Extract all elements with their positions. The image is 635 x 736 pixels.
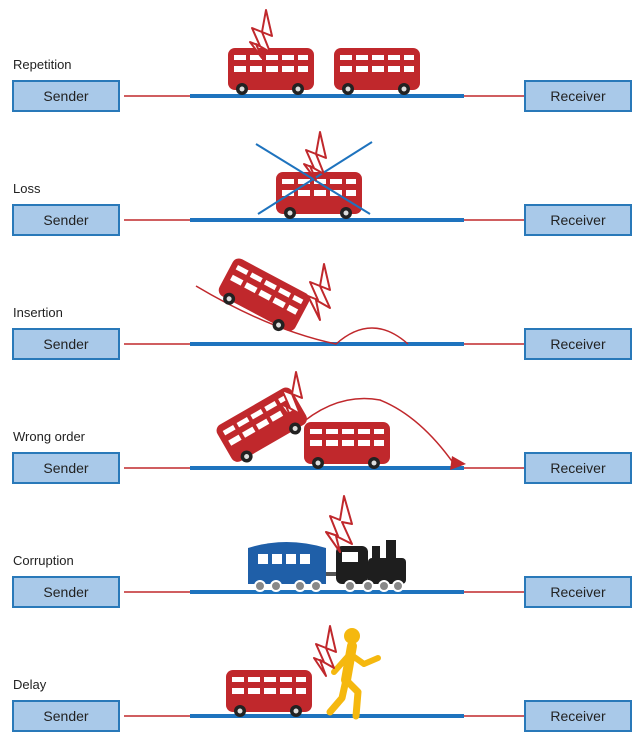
row-loss: Loss Sender Receiver <box>0 124 635 236</box>
wrong-order-scene <box>124 371 524 470</box>
receiver-box: Receiver <box>524 80 632 112</box>
bus-icon <box>228 48 314 95</box>
receiver-box: Receiver <box>524 328 632 360</box>
lightning-icon <box>303 131 327 181</box>
lightning-icon <box>279 371 303 421</box>
ramp-icon <box>195 285 409 345</box>
bus-icon <box>226 670 312 717</box>
insertion-scene <box>124 258 524 346</box>
receiver-box: Receiver <box>524 204 632 236</box>
arrow-head <box>450 456 466 470</box>
row-insertion: Insertion Sender Receiver <box>0 248 635 360</box>
row-repetition: Repetition Sender Receiver <box>0 0 635 112</box>
bus-icon <box>304 422 390 469</box>
sender-box: Sender <box>12 204 120 236</box>
row-label: Corruption <box>13 553 74 568</box>
wheels <box>254 580 404 592</box>
lightning-icon <box>249 9 273 59</box>
bus-icon <box>276 172 362 219</box>
row-label: Wrong order <box>13 429 86 444</box>
bus-icon <box>218 258 310 332</box>
sender-box: Sender <box>12 80 120 112</box>
bus-icon <box>216 387 307 463</box>
receiver-box: Receiver <box>524 576 632 608</box>
receiver-box: Receiver <box>524 700 632 732</box>
lightning-icon <box>307 263 331 321</box>
row-label: Delay <box>13 677 47 692</box>
sender-box: Sender <box>12 328 120 360</box>
corruption-scene <box>124 495 524 594</box>
row-label: Repetition <box>13 57 72 72</box>
person-icon <box>326 628 381 720</box>
row-wrong-order: Wrong order Sender Receiver <box>0 371 635 484</box>
row-delay: Delay Sender Receiver <box>0 620 635 732</box>
delay-scene <box>124 625 524 720</box>
locomotive-icon <box>336 540 406 584</box>
lightning-icon <box>325 495 353 553</box>
sender-box: Sender <box>12 700 120 732</box>
repetition-scene <box>124 9 524 98</box>
carriage-icon <box>248 542 336 584</box>
bus-icon <box>334 48 420 95</box>
arrow-icon <box>295 397 455 465</box>
row-label: Loss <box>13 181 41 196</box>
sender-box: Sender <box>12 452 120 484</box>
sender-box: Sender <box>12 576 120 608</box>
row-corruption: Corruption Sender Receiver <box>0 495 635 608</box>
lightning-icon <box>313 625 337 677</box>
row-label: Insertion <box>13 305 63 320</box>
loss-scene <box>124 131 524 222</box>
receiver-box: Receiver <box>524 452 632 484</box>
